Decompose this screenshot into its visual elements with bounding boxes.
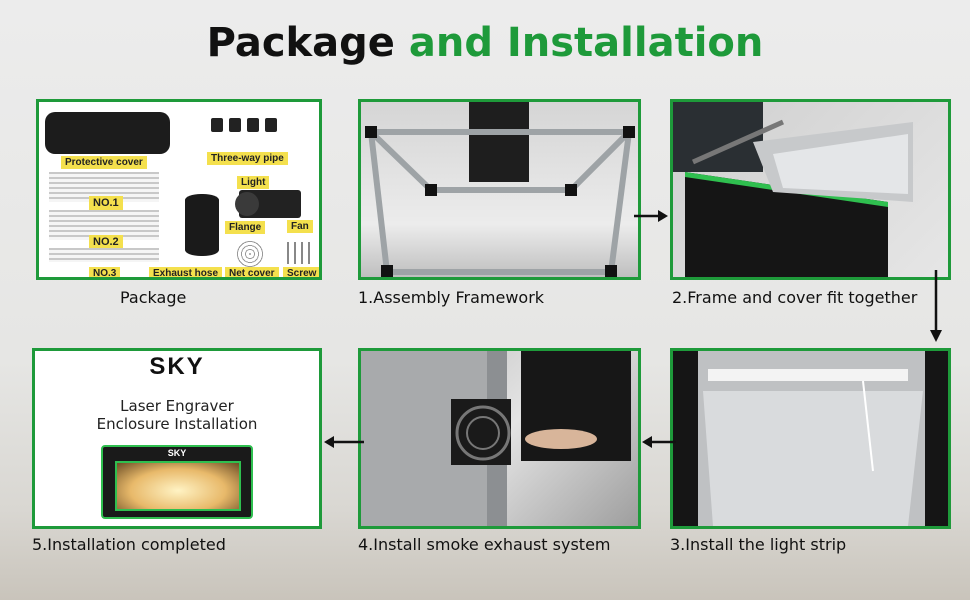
label-screw: Screw	[283, 267, 319, 277]
label-no2: NO.2	[89, 235, 123, 249]
caption-step1: 1.Assembly Framework	[358, 288, 545, 307]
label-flange: Flange	[225, 221, 266, 234]
page-title: Package and Installation	[0, 20, 970, 66]
enclosure-logo: SKY	[167, 448, 187, 458]
title-part1: Package	[206, 20, 395, 66]
completed-title-line1: Laser Engraver	[120, 397, 234, 415]
label-no3: NO.3	[89, 267, 121, 277]
brand-logo: SKY	[149, 353, 205, 380]
label-exhaust-hose: Exhaust hose	[149, 267, 223, 277]
tee-pipe-image	[229, 118, 241, 132]
caption-step4: 4.Install smoke exhaust system	[358, 535, 611, 554]
title-part2: and Installation	[408, 20, 764, 66]
tee-pipe-image	[211, 118, 223, 132]
rods-no3-image	[49, 248, 159, 262]
tee-pipe-image	[247, 118, 259, 132]
net-cover-image	[235, 239, 265, 269]
screws-image	[287, 242, 315, 264]
tent-illustration	[673, 102, 913, 277]
exhaust-fan-illustration	[361, 351, 631, 526]
light-strip-illustration	[673, 351, 948, 526]
completed-title-line2: Enclosure Installation	[96, 415, 258, 433]
enclosure-image: SKY	[101, 445, 253, 519]
caption-step2: 2.Frame and cover fit together	[672, 288, 918, 307]
enclosure-window	[115, 461, 241, 511]
caption-package: Package	[120, 288, 187, 307]
label-fan: Fan	[287, 220, 313, 233]
package-panel: Protective cover Three-way pipe NO.1 NO.…	[36, 99, 322, 280]
step1-photo	[358, 99, 641, 280]
arrow-down-icon	[930, 270, 942, 342]
arrow-left-icon	[642, 436, 676, 448]
arrow-left-icon	[324, 436, 364, 448]
exhaust-hose-image	[185, 194, 219, 256]
label-three-way-pipe: Three-way pipe	[207, 152, 288, 165]
step2-photo	[670, 99, 951, 280]
label-protective-cover: Protective cover	[61, 156, 147, 169]
step4-photo	[358, 348, 641, 529]
label-light: Light	[237, 176, 270, 189]
caption-step3: 3.Install the light strip	[670, 535, 847, 554]
caption-step5: 5.Installation completed	[32, 535, 226, 554]
step5-panel: SKY Laser Engraver Enclosure Installatio…	[32, 348, 322, 529]
flange-image	[235, 192, 259, 216]
label-no1: NO.1	[89, 196, 123, 210]
label-net-cover: Net cover	[225, 267, 279, 277]
arrow-right-icon	[634, 210, 668, 222]
frame-illustration	[365, 102, 635, 277]
tee-pipe-image	[265, 118, 277, 132]
step3-photo	[670, 348, 951, 529]
protective-cover-image	[45, 112, 170, 154]
